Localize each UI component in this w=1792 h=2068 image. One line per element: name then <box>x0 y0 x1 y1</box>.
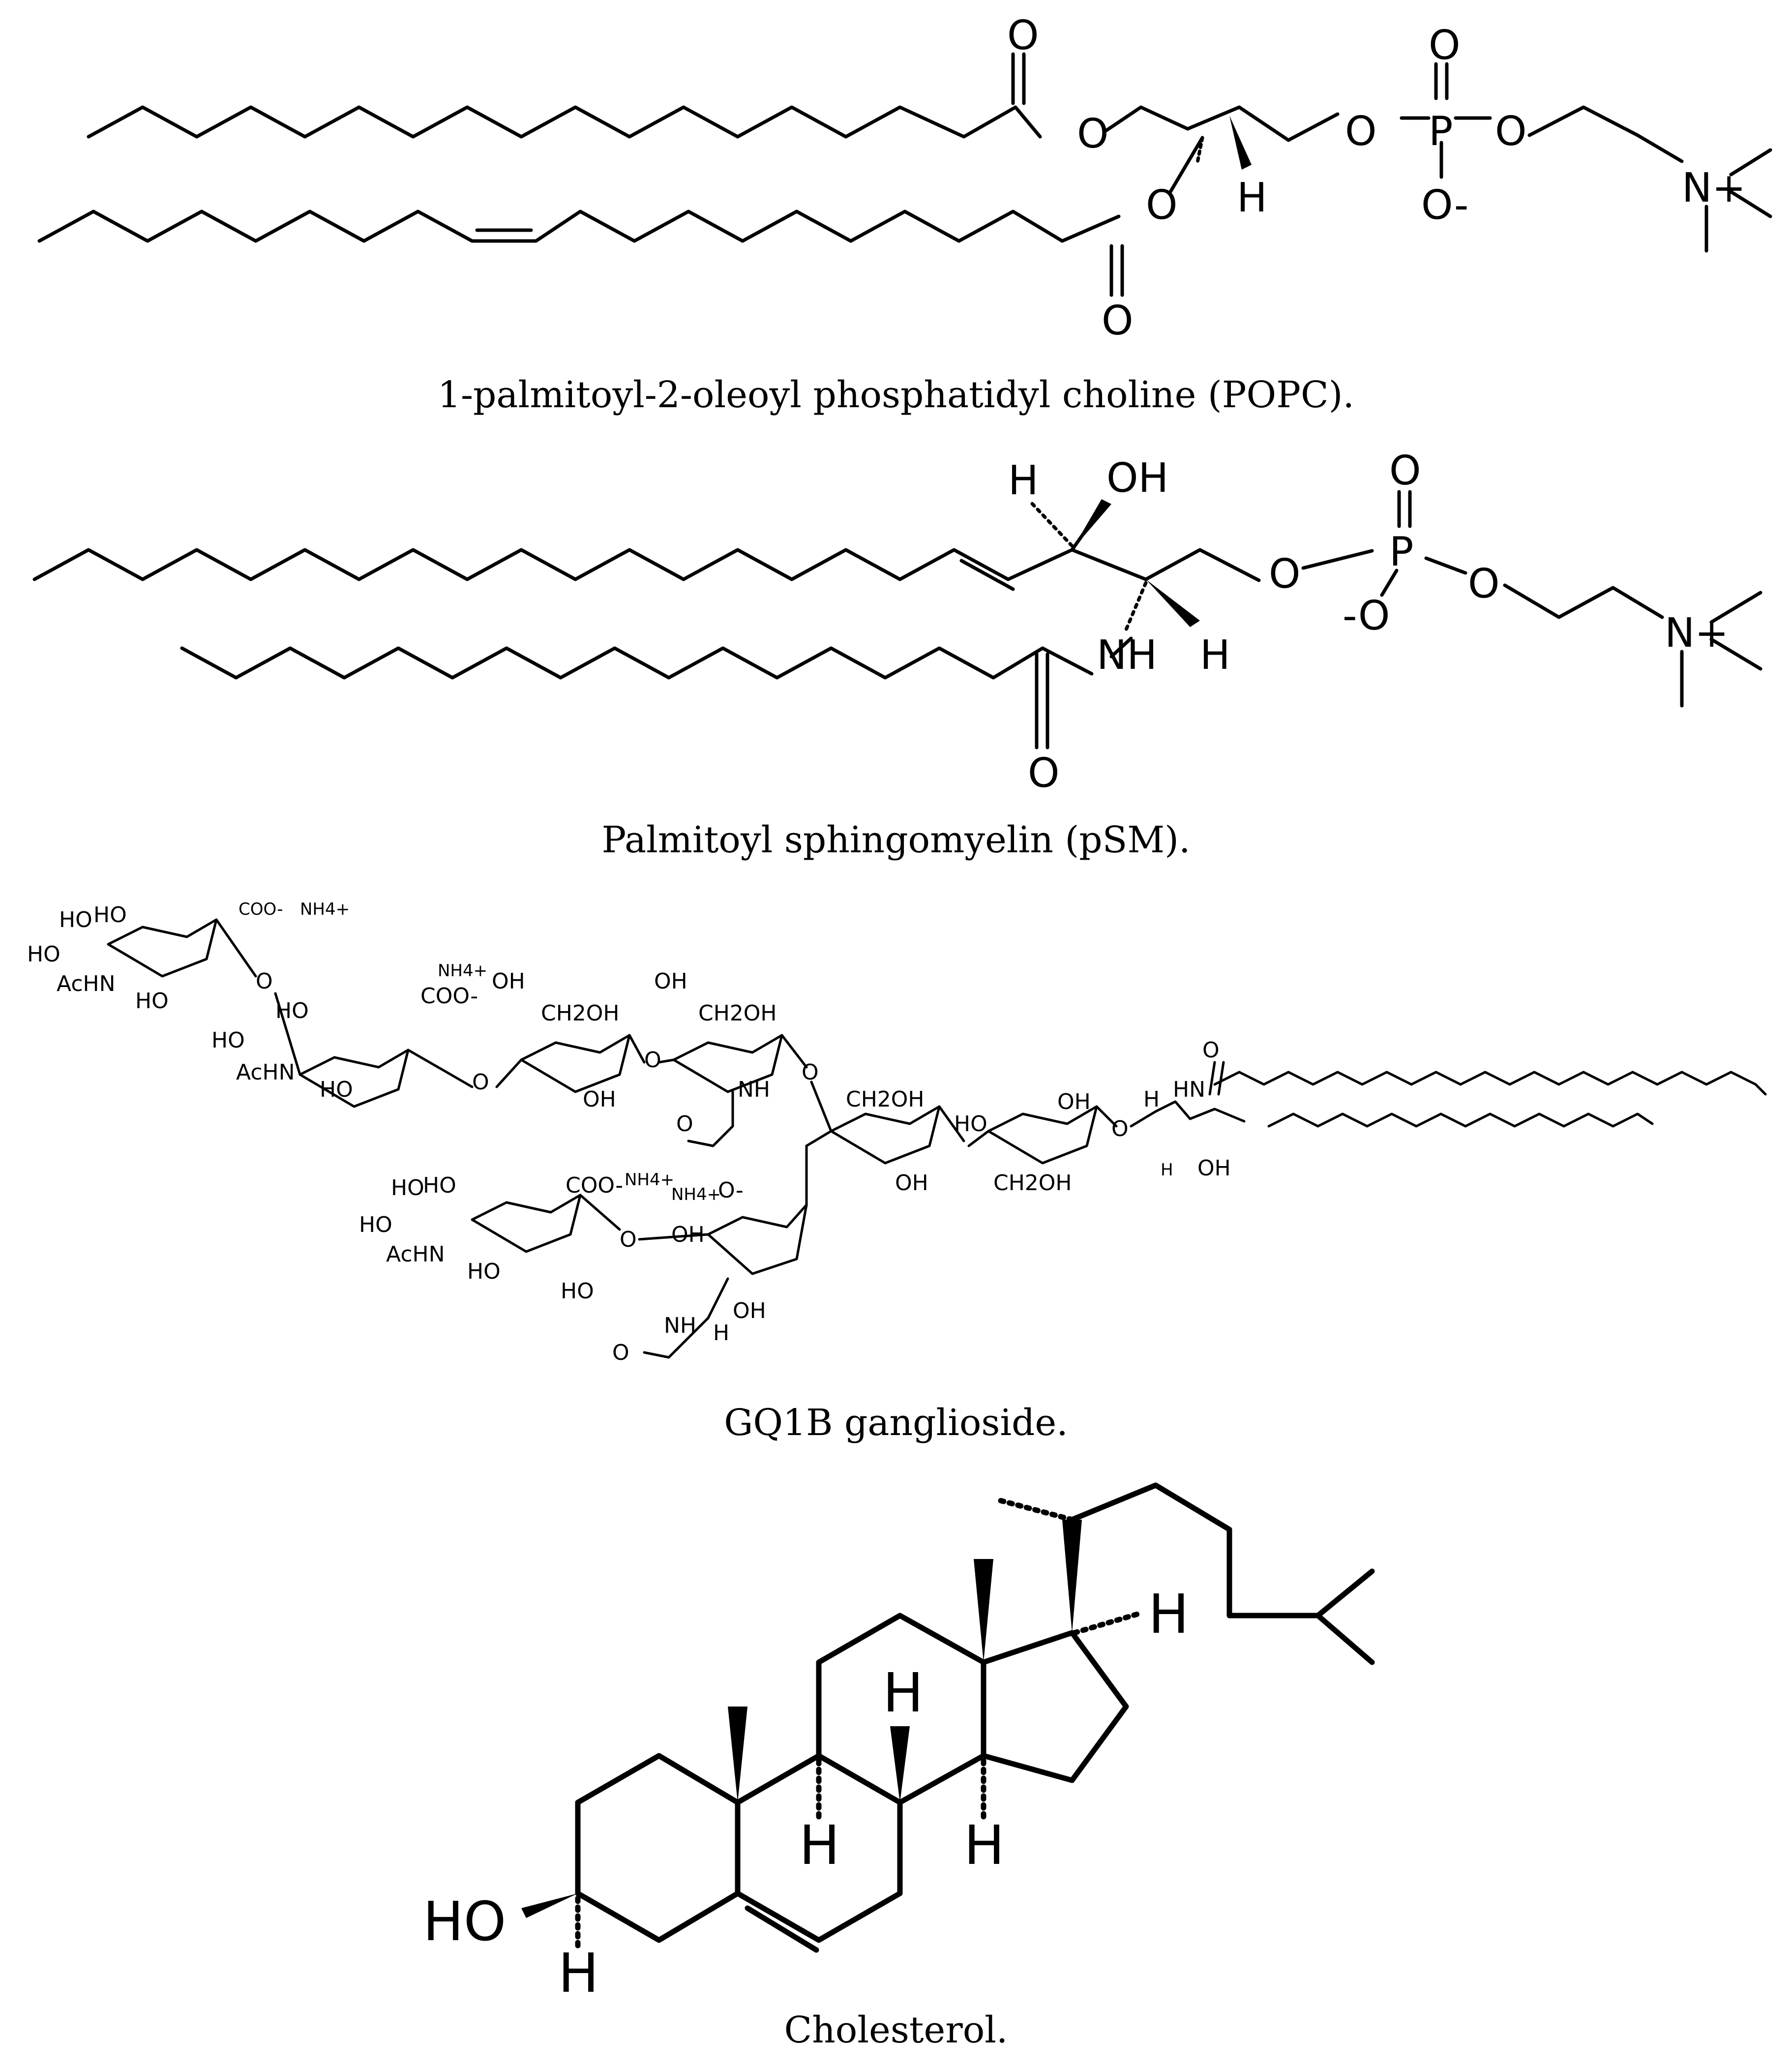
psm-atom-o-amide: O <box>1028 750 1060 797</box>
psm-atom-o-link: O <box>1269 551 1301 598</box>
gq1b-structure: COO- NH4+ HO HO HO AcHN HO O NH4+ COO- H… <box>27 899 1767 1365</box>
psm-atom-p: P <box>1389 529 1413 575</box>
gq1b-ho7: HO <box>320 1077 353 1102</box>
popc-atom-o-double: O <box>1429 22 1461 69</box>
popc-atom-o-minus: O- <box>1421 182 1468 229</box>
gq1b-coo1: COO- <box>239 899 283 919</box>
gq1b-o-minus: O- <box>718 1178 744 1203</box>
cholesterol-ho: HO <box>423 1890 506 1953</box>
cholesterol-structure: H H H H HO H <box>423 1482 1375 2005</box>
popc-atom-o-p2: O <box>1495 108 1527 155</box>
gq1b-nh4-1: NH4+ <box>300 899 350 919</box>
gq1b-ho6: HO <box>211 1028 245 1053</box>
gq1b-ch2oh3: CH2OH <box>846 1087 925 1112</box>
cholesterol-h-c14: H <box>964 1814 1005 1877</box>
gq1b-nh4-3: NH4+ <box>625 1170 674 1190</box>
popc-atom-o-carbonyl1: O <box>1007 12 1039 59</box>
gq1b-o6: O <box>1111 1116 1129 1141</box>
gq1b-ho3: HO <box>27 942 60 967</box>
psm-structure: H OH O P O -O O N+ NH H O <box>32 448 1762 797</box>
gq1b-coo2: COO- <box>420 984 478 1009</box>
gq1b-ho4: HO <box>135 989 169 1014</box>
gq1b-nh1: NH <box>738 1077 770 1102</box>
gq1b-ho13: HO <box>467 1259 501 1284</box>
cholesterol-h-c8: H <box>799 1814 840 1877</box>
gq1b-o1: O <box>256 969 273 994</box>
psm-atom-n-plus: N+ <box>1665 610 1729 657</box>
psm-atom-oh: OH <box>1106 455 1168 502</box>
popc-atom-o-ester1: O <box>1077 111 1109 157</box>
gq1b-ho2: HO <box>93 902 127 928</box>
gq1b-ch2oh4: CH2OH <box>993 1170 1072 1196</box>
caption-popc: 1-palmitoyl-2-oleoyl phosphatidyl cholin… <box>437 374 1355 416</box>
cholesterol-h-c17: H <box>1148 1583 1189 1646</box>
gq1b-o8: O <box>612 1340 629 1365</box>
gq1b-ho9: HO <box>954 1111 987 1137</box>
caption-psm: Palmitoyl sphingomyelin (pSM). <box>601 819 1191 861</box>
gq1b-o2: O <box>472 1070 489 1095</box>
gq1b-achn3: AcHN <box>386 1242 445 1267</box>
popc-atom-n-plus: N+ <box>1682 165 1746 211</box>
gq1b-ho12: HO <box>359 1212 392 1237</box>
gq1b-oh8: OH <box>671 1222 705 1247</box>
popc-atom-h: H <box>1237 175 1267 221</box>
gq1b-o3: O <box>644 1048 661 1073</box>
gq1b-h3: H <box>713 1320 729 1346</box>
gq1b-nh4-4: NH4+ <box>671 1185 721 1204</box>
gq1b-nh2: NH <box>664 1313 696 1338</box>
gq1b-ho1: HO <box>59 907 92 932</box>
caption-gq1b: GQ1B ganglioside. <box>724 1402 1068 1444</box>
gq1b-ho14: HO <box>561 1279 594 1304</box>
popc-atom-p: P <box>1429 108 1453 155</box>
popc-atom-o-carbonyl2: O <box>1102 298 1134 344</box>
psm-atom-h-top: H <box>1008 457 1039 504</box>
gq1b-achn1: AcHN <box>57 971 116 996</box>
psm-atom-nh: NH <box>1097 632 1157 679</box>
gq1b-h2: H <box>1161 1160 1173 1180</box>
gq1b-o-amide: O <box>1202 1038 1220 1063</box>
cholesterol-h-c9: H <box>883 1661 924 1724</box>
gq1b-oh7: OH <box>1197 1156 1231 1181</box>
gq1b-o4: O <box>676 1111 693 1137</box>
psm-atom-o-double: O <box>1389 448 1421 494</box>
caption-cholesterol: Cholesterol. <box>784 2009 1008 2051</box>
gq1b-ho5: HO <box>275 998 309 1023</box>
gq1b-coo3: COO- <box>566 1173 623 1198</box>
gq1b-o7: O <box>620 1227 637 1252</box>
gq1b-oh5: OH <box>1057 1089 1091 1114</box>
gq1b-h1: H <box>1143 1087 1160 1112</box>
cholesterol-h-c3: H <box>558 1942 599 2005</box>
gq1b-oh3: OH <box>654 969 687 994</box>
psm-atom-o-p2: O <box>1468 561 1500 607</box>
gq1b-o5: O <box>802 1060 819 1085</box>
gq1b-hn: HN <box>1173 1077 1205 1102</box>
gq1b-oh1: OH <box>492 969 525 994</box>
gq1b-ho11: HO <box>423 1173 456 1198</box>
popc-atom-o-ester2: O <box>1146 182 1178 229</box>
psm-atom-o-minus: -O <box>1343 593 1390 639</box>
gq1b-ch2oh1: CH2OH <box>541 1001 620 1026</box>
gq1b-achn2: AcHN <box>236 1060 295 1085</box>
gq1b-nh4-2: NH4+ <box>438 961 487 981</box>
popc-atom-o-p1: O <box>1345 108 1377 155</box>
gq1b-oh9: OH <box>733 1298 766 1323</box>
gq1b-ho10: HO <box>391 1175 424 1200</box>
gq1b-oh4: OH <box>895 1170 928 1196</box>
psm-atom-h-bottom: H <box>1200 632 1230 679</box>
gq1b-ch2oh2: CH2OH <box>698 1001 777 1026</box>
popc-structure: O O O O H O P O O- O N+ <box>37 12 1772 344</box>
gq1b-oh2: OH <box>583 1087 616 1112</box>
